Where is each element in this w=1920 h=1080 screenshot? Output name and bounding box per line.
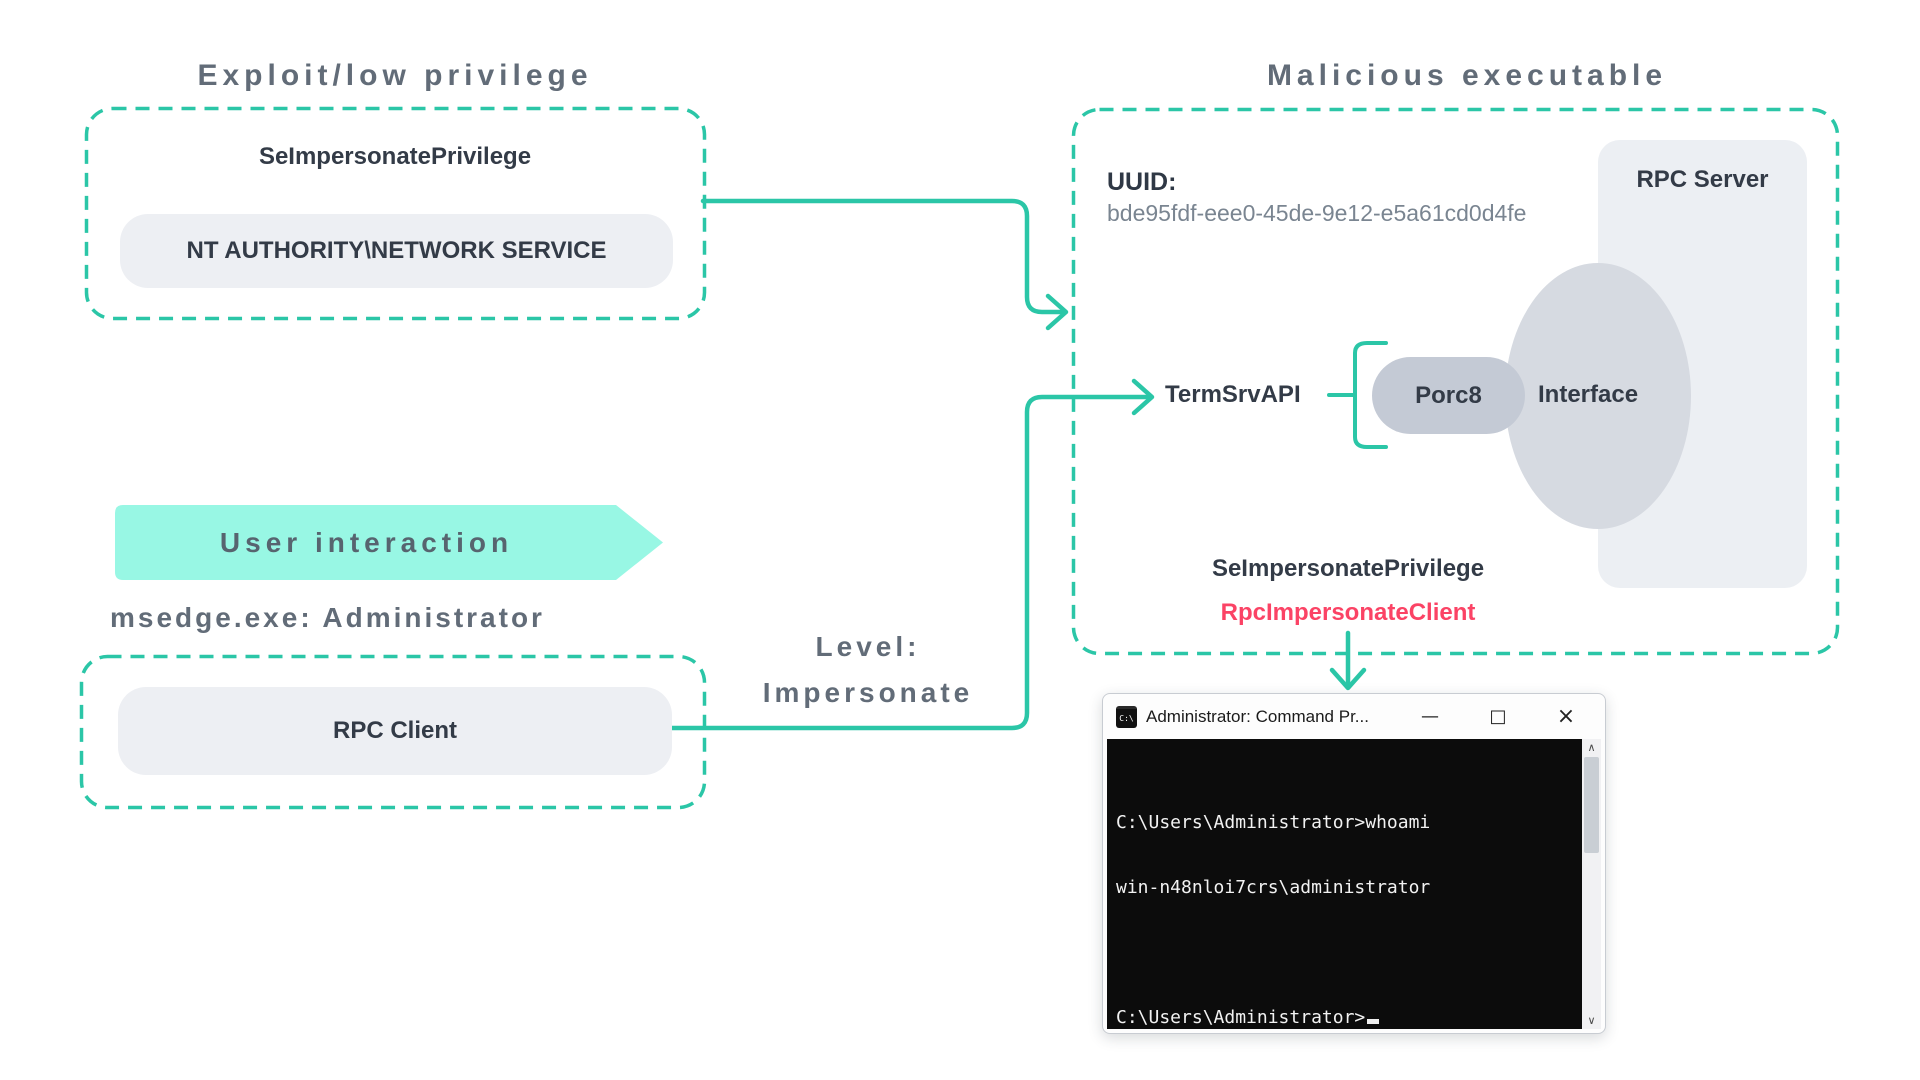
- uuid-label: UUID:: [1107, 168, 1177, 196]
- scroll-up-button[interactable]: ∧: [1587, 741, 1596, 754]
- cmd-console[interactable]: C:\Users\Administrator>whoami win-n48nlo…: [1107, 739, 1601, 1029]
- interface-label: Interface: [1538, 381, 1639, 408]
- exploit-section-heading: Exploit/low privilege: [197, 59, 593, 92]
- cmd-window-title: Administrator: Command Pr...: [1146, 706, 1369, 726]
- maximize-button[interactable]: □: [1489, 706, 1507, 727]
- user-interaction-label: User interaction: [219, 526, 514, 558]
- console-line: C:\Users\Administrator>whoami: [1116, 812, 1431, 833]
- scrollbar-thumb[interactable]: [1584, 757, 1599, 853]
- level-impersonate-label: Level: Impersonate: [716, 624, 1020, 716]
- console-prompt-line: C:\Users\Administrator>: [1116, 1006, 1430, 1029]
- rpc-client-pill: RPC Client: [118, 687, 672, 775]
- cmd-window: C:\ Administrator: Command Pr... — □ × C…: [1102, 693, 1606, 1034]
- arrow-client-to-termsrvapi: [669, 378, 1155, 731]
- seimpersonate-privilege-label: SeImpersonatePrivilege: [258, 143, 532, 170]
- rpc-server-label: RPC Server: [1636, 166, 1769, 193]
- porc8-pill: Porc8: [1372, 357, 1525, 434]
- rpc-client-box-outline: [79, 654, 707, 810]
- level-label-line1: Level:: [815, 631, 921, 662]
- cmd-title-bar: C:\ Administrator: Command Pr... — □ ×: [1103, 694, 1605, 739]
- interface-ellipse: [1505, 263, 1691, 529]
- msedge-process-label: msedge.exe: Administrator: [110, 602, 545, 633]
- close-button[interactable]: ×: [1556, 704, 1576, 729]
- exploit-box-outline: [84, 106, 707, 321]
- cmd-icon: C:\: [1116, 705, 1137, 728]
- network-service-pill: NT AUTHORITY\NETWORK SERVICE: [120, 214, 673, 288]
- uuid-value: bde95fdf-eee0-45de-9e12-e5a61cd0d4fe: [1107, 200, 1527, 226]
- termsrvapi-label: TermSrvAPI: [1165, 381, 1301, 408]
- console-scrollbar[interactable]: ∧ ∨: [1582, 739, 1601, 1029]
- scroll-down-button[interactable]: ∨: [1587, 1014, 1596, 1027]
- console-line: [1116, 941, 1430, 964]
- console-line: C:\Users\Administrator>: [1116, 1007, 1366, 1028]
- console-output: C:\Users\Administrator>whoami win-n48nlo…: [1116, 769, 1430, 1071]
- porc8-label: Porc8: [1415, 381, 1482, 409]
- console-line: win-n48nloi7crs\administrator: [1116, 877, 1431, 898]
- console-cursor: [1367, 1019, 1380, 1024]
- level-label-line2: Impersonate: [762, 677, 974, 708]
- rpc-client-label: RPC Client: [332, 717, 457, 744]
- network-service-label: NT AUTHORITY\NETWORK SERVICE: [186, 237, 607, 264]
- cmd-window-controls: — □ ×: [1407, 694, 1589, 739]
- rpcimpersonate-down-arrow: [1329, 630, 1367, 691]
- arrow-exploit-to-executable: [700, 198, 1069, 331]
- rpc-impersonate-client-label: RpcImpersonateClient: [1220, 599, 1476, 626]
- minimize-button[interactable]: —: [1421, 706, 1439, 727]
- malicious-section-heading: Malicious executable: [1266, 59, 1668, 92]
- user-interaction-banner: User interaction: [115, 505, 618, 580]
- impersonate-privilege-label: SeImpersonatePrivilege: [1211, 555, 1485, 582]
- user-interaction-banner-shape: [115, 505, 663, 580]
- malicious-box-outline: [1071, 107, 1840, 656]
- termsrvapi-bracket: [1327, 341, 1388, 449]
